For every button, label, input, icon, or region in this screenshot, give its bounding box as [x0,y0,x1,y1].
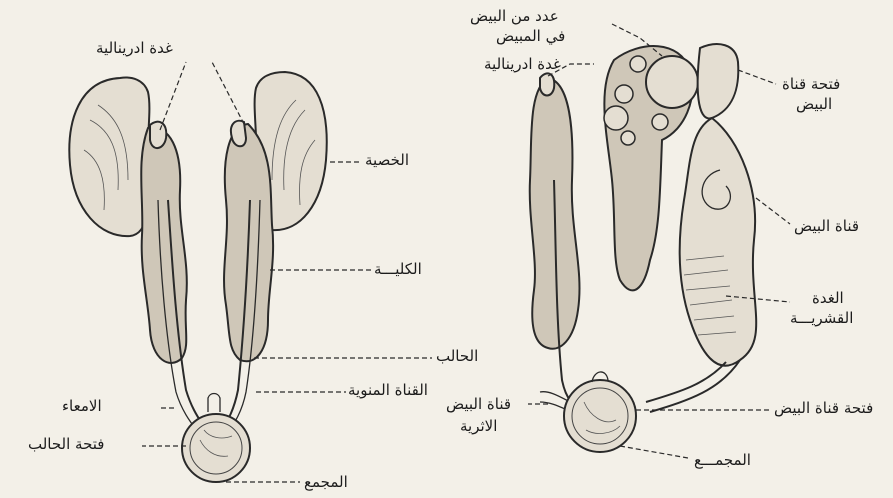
intestine [208,394,220,413]
label-testis: الخصية [365,152,409,169]
label-adrenal-right: غدة ادرينالية [484,56,561,73]
label-adrenal-left: غدة ادرينالية [96,40,173,57]
label-vestigial-oviduct-2: الاثرية [460,418,497,435]
female-system [530,44,756,452]
label-cloaca-right: المجمـــع [694,452,751,469]
label-eggs-count: عدد من البيض [470,8,559,25]
label-eggs-in-ovary: في المبيض [496,28,565,45]
label-oviduct-opening: فتحة قناة [782,76,840,93]
label-ureter-opening: فتحة الحالب [28,436,104,453]
label-sperm-duct: القناة المنوية [348,382,428,399]
left-adrenal-gland [150,122,166,148]
left-testis [69,78,149,237]
oviduct-funnel [698,44,739,118]
label-vestigial-oviduct: قناة البيض [446,396,511,413]
left-cloaca [182,414,250,482]
label-oviduct-opening-2: البيض [796,96,832,113]
large-egg [646,56,698,108]
label-shell-gland-2: القشريـــة [790,310,853,327]
left-kidney [141,128,187,363]
label-oviduct-cloaca-opening: فتحة قناة البيض [774,400,873,417]
male-system [69,72,326,482]
oviduct [680,118,756,366]
female-adrenal-gland [540,73,554,95]
right-cloaca [564,380,636,452]
label-cloaca-left: المجمع [304,474,348,491]
label-intestine: الامعاء [62,398,102,415]
label-oviduct: قناة البيض [794,218,859,235]
right-adrenal-gland [231,121,246,146]
label-ureter: الحالب [436,348,478,365]
label-kidney: الكليـــة [374,261,422,278]
label-shell-gland: الغدة [812,290,844,307]
